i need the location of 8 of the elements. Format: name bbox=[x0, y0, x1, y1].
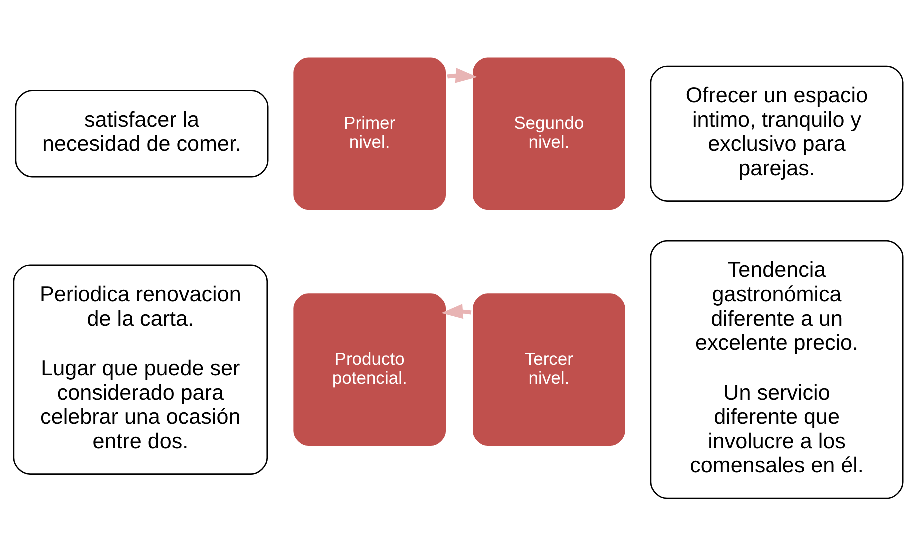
node-box: Primer nivel. bbox=[290, 54, 449, 212]
arrow bbox=[442, 304, 472, 319]
node-box: Segundo nivel. bbox=[470, 54, 628, 212]
node-box: Periodica renovacion de la carta. Lugar que puede ser considerado para celebrar una ocasión entre dos. bbox=[13, 264, 268, 475]
node-box: Ofrecer un espacio intimo, tranquilo y exclusivo para parejas. bbox=[650, 65, 904, 202]
node-box: Tendencia gastronómica diferente a un excelente precio. Un servicio diferente que involucre a los comensales en él. bbox=[650, 240, 904, 499]
arrow bbox=[447, 68, 478, 83]
node-box: satisfacer la necesidad de comer. bbox=[15, 90, 269, 178]
